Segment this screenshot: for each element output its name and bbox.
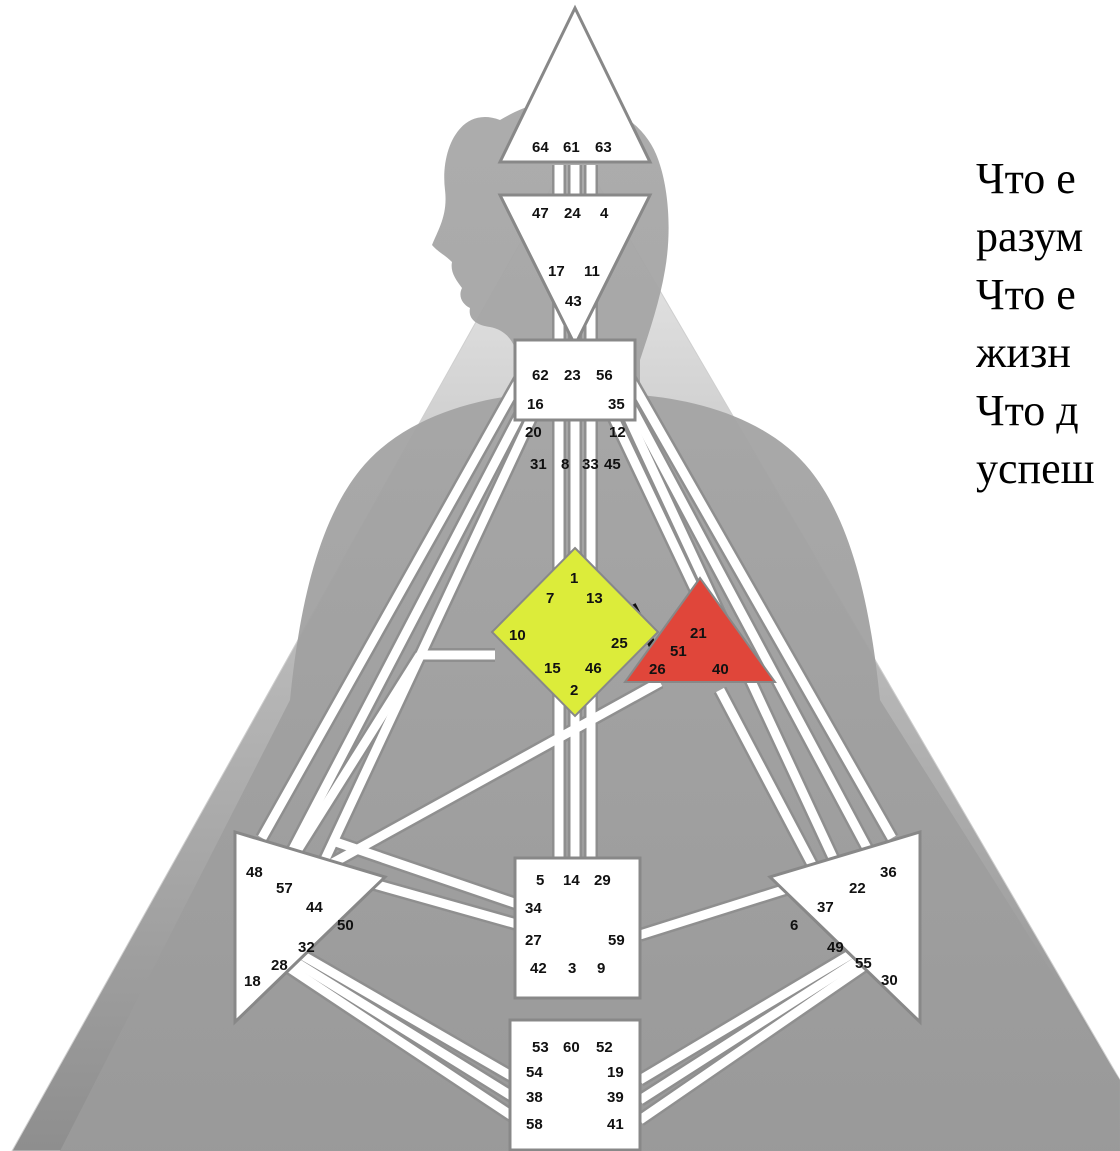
gate-label: 21 bbox=[690, 625, 707, 642]
gate-label: 6 bbox=[790, 917, 798, 934]
gate-label: 52 bbox=[596, 1039, 613, 1056]
gate-label: 47 bbox=[532, 205, 549, 222]
gate-label: 64 bbox=[532, 139, 549, 156]
gate-label: 30 bbox=[881, 972, 898, 989]
gate-label: 29 bbox=[594, 872, 611, 889]
gate-label: 25 bbox=[611, 635, 628, 652]
gate-label: 11 bbox=[584, 263, 600, 280]
gate-label: 18 bbox=[244, 973, 261, 990]
gate-label: 19 bbox=[607, 1064, 624, 1081]
side-text-line: Что е bbox=[976, 270, 1076, 319]
side-text-line: жизн bbox=[976, 328, 1071, 377]
side-text-line: успеш bbox=[976, 444, 1095, 493]
ego-center bbox=[623, 576, 777, 683]
gate-label: 23 bbox=[564, 367, 581, 384]
side-text-block: Что е разум Что е жизн Что д успеш bbox=[976, 150, 1120, 498]
gate-label: 7 bbox=[546, 590, 554, 607]
gate-label: 3 bbox=[568, 960, 576, 977]
gate-label: 24 bbox=[564, 205, 581, 222]
gate-label: 42 bbox=[530, 960, 547, 977]
g-center bbox=[490, 546, 660, 718]
gate-labels: 64 61 63 47 24 4 17 11 43 62 23 56 16 35… bbox=[244, 139, 898, 1133]
gate-label: 58 bbox=[526, 1116, 543, 1133]
gate-label: 60 bbox=[563, 1039, 580, 1056]
gate-label: 28 bbox=[271, 957, 288, 974]
gate-label: 38 bbox=[526, 1089, 543, 1106]
side-text-line: Что д bbox=[976, 386, 1079, 435]
gate-label: 51 bbox=[670, 643, 687, 660]
gate-label: 36 bbox=[880, 864, 897, 881]
side-text-line: Что е bbox=[976, 154, 1076, 203]
gate-label: 9 bbox=[597, 960, 605, 977]
sacral-center bbox=[513, 856, 642, 1000]
gate-label: 13 bbox=[586, 590, 603, 607]
gate-label: 53 bbox=[532, 1039, 549, 1056]
gate-label: 37 bbox=[817, 899, 834, 916]
gate-label: 46 bbox=[585, 660, 602, 677]
gate-label: 35 bbox=[608, 396, 625, 413]
spleen-center bbox=[233, 829, 388, 1026]
gate-label: 34 bbox=[525, 900, 542, 917]
gate-label: 41 bbox=[607, 1116, 624, 1133]
gate-label: 22 bbox=[849, 880, 866, 897]
gate-label: 55 bbox=[855, 955, 872, 972]
gate-label: 33 bbox=[582, 456, 599, 473]
gate-label: 2 bbox=[570, 682, 578, 699]
gate-label: 12 bbox=[609, 424, 626, 441]
gate-label: 49 bbox=[827, 939, 844, 956]
root-center bbox=[508, 1018, 642, 1151]
gate-label: 63 bbox=[595, 139, 612, 156]
gate-label: 26 bbox=[649, 661, 666, 678]
gate-label: 16 bbox=[527, 396, 544, 413]
gate-label: 44 bbox=[306, 899, 323, 916]
solar-plexus-center bbox=[767, 829, 922, 1026]
ajna-center bbox=[497, 193, 653, 349]
gate-label: 48 bbox=[246, 864, 263, 881]
gate-label: 57 bbox=[276, 880, 293, 897]
side-text-line: разум bbox=[976, 212, 1084, 261]
gate-label: 54 bbox=[526, 1064, 543, 1081]
gate-label: 45 bbox=[604, 456, 621, 473]
gate-label: 56 bbox=[596, 367, 613, 384]
gate-label: 20 bbox=[525, 424, 542, 441]
gate-label: 14 bbox=[563, 872, 580, 889]
gate-label: 59 bbox=[608, 932, 625, 949]
gate-label: 50 bbox=[337, 917, 354, 934]
gate-label: 43 bbox=[565, 293, 582, 310]
gate-label: 8 bbox=[561, 456, 569, 473]
gate-label: 31 bbox=[530, 456, 547, 473]
gate-label: 1 bbox=[570, 570, 578, 587]
gate-label: 4 bbox=[600, 205, 609, 222]
head-center bbox=[497, 4, 653, 164]
gate-label: 40 bbox=[712, 661, 729, 678]
gate-label: 5 bbox=[536, 872, 544, 889]
gate-label: 27 bbox=[525, 932, 542, 949]
throat-center bbox=[513, 338, 637, 422]
gate-label: 32 bbox=[298, 939, 315, 956]
gate-label: 17 bbox=[548, 263, 565, 280]
gate-label: 62 bbox=[532, 367, 549, 384]
gate-label: 61 bbox=[563, 139, 580, 156]
gate-label: 10 bbox=[509, 627, 526, 644]
gate-label: 39 bbox=[607, 1089, 624, 1106]
gate-label: 15 bbox=[544, 660, 561, 677]
